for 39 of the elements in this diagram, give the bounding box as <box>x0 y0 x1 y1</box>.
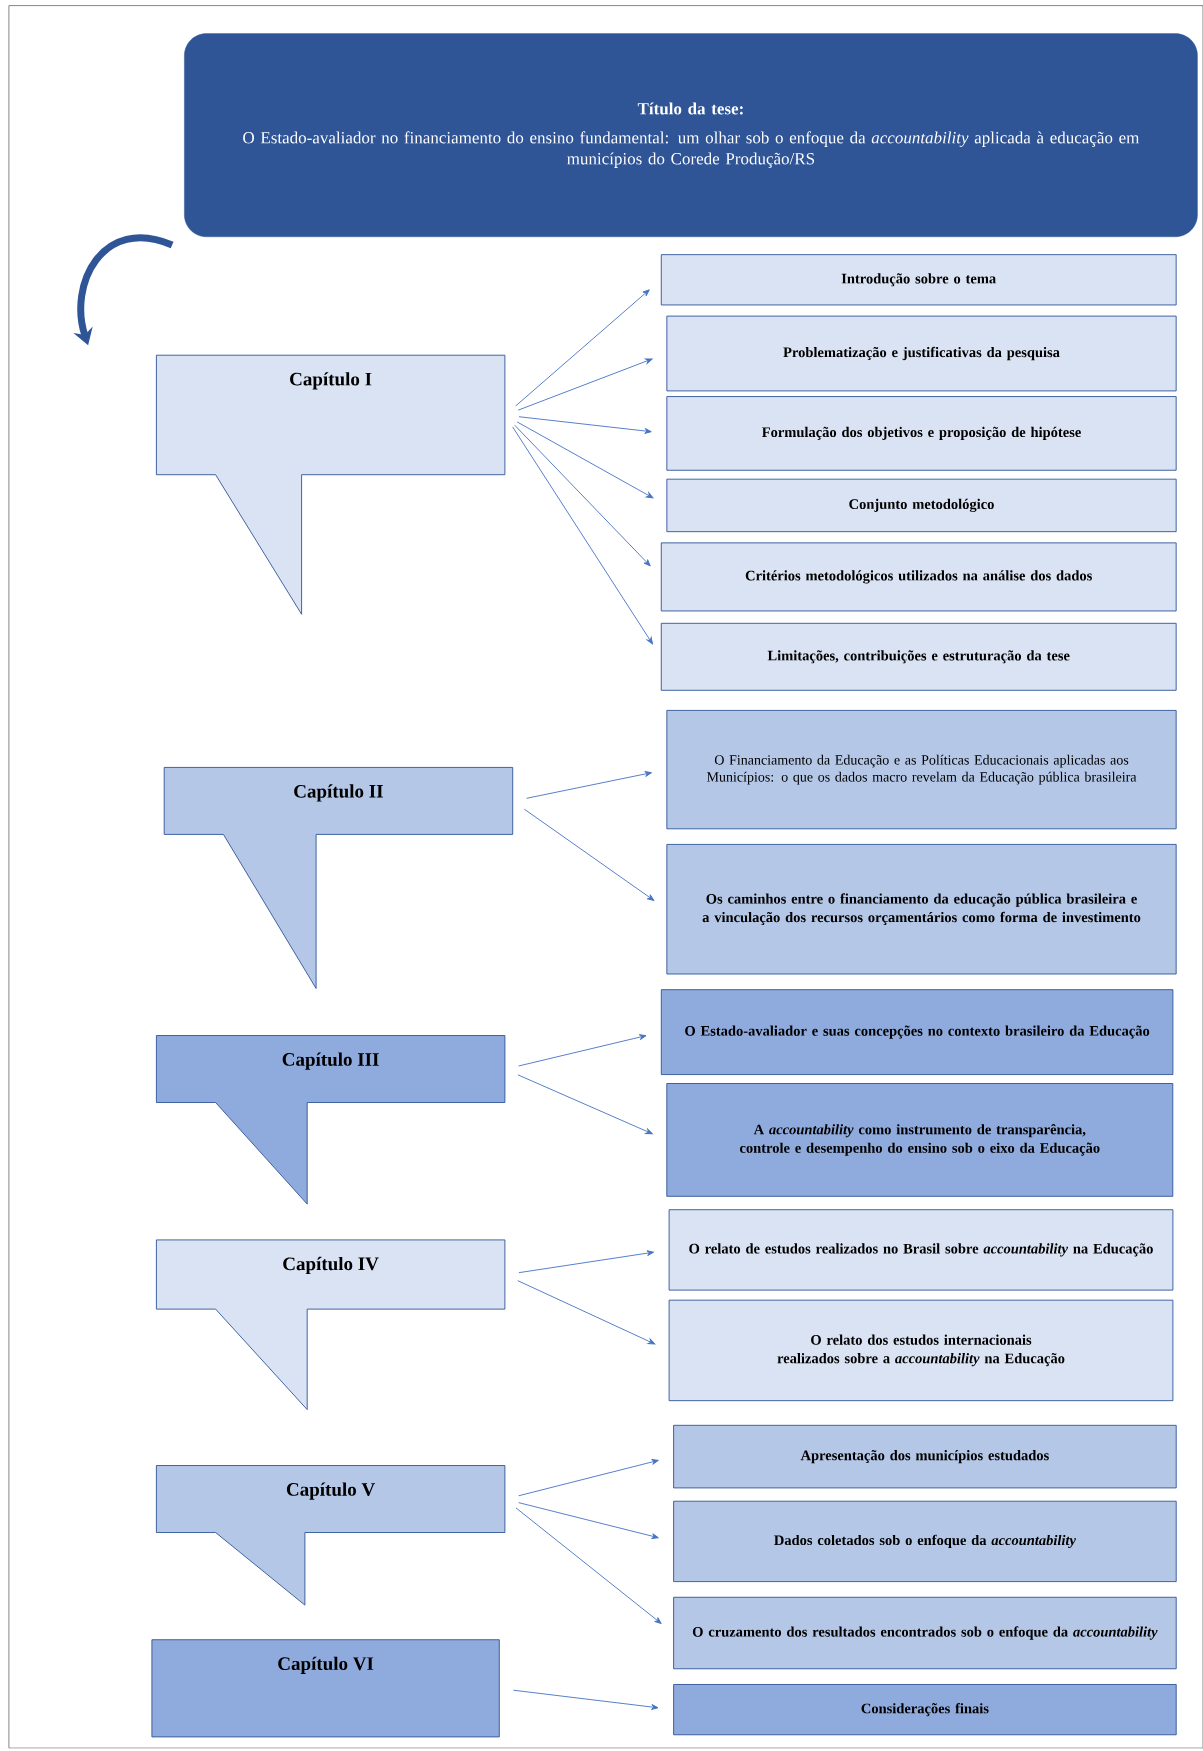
topic-box: Problematização e justificativas da pesquisa <box>666 315 1177 392</box>
arrow <box>518 1502 659 1539</box>
arrow <box>523 808 655 901</box>
arrow <box>512 426 653 645</box>
arrow <box>517 1074 653 1135</box>
topic-box: Critérios metodológicos utilizados na análise dos dados <box>660 542 1177 612</box>
topic-box: Introdução sobre o tema <box>660 254 1177 306</box>
arrow <box>518 1250 655 1274</box>
speech-bubble: Capítulo IV <box>155 1239 506 1411</box>
topic-box: O Estado-avaliador e suas concepções no contexto brasileiro da Educação <box>660 989 1174 1075</box>
arrow <box>514 424 651 567</box>
topic-box: Considerações finais <box>673 1684 1177 1736</box>
topic-box: O cruzamento dos resultados encontrados sob o enfoque da accountability <box>673 1596 1177 1670</box>
arrow <box>526 771 652 799</box>
speech-bubble: Capítulo V <box>155 1465 506 1606</box>
speech-bubble: Capítulo III <box>155 1035 506 1205</box>
arrow <box>518 416 652 434</box>
topic-box: Conjunto metodológico <box>666 478 1177 533</box>
speech-bubble: Capítulo I <box>155 354 506 615</box>
topic-box: Dados coletados sob o enfoque da accountability <box>673 1500 1177 1583</box>
topic-box: O relato dos estudos internacionais realizados sobre a accountability na Educação <box>668 1299 1174 1402</box>
topic-box: Os caminhos entre o financiamento da educação pública brasileira e a vinculação dos recursos orçamentários como forma de investimento <box>666 843 1177 975</box>
arrow <box>517 1280 656 1345</box>
arrow <box>516 421 654 499</box>
arrow <box>515 289 650 407</box>
speech-bubble: Capítulo II <box>163 766 514 989</box>
arrow <box>512 1689 659 1710</box>
arrow <box>517 358 653 411</box>
title-box: Título da tese: O Estado-avaliador no financiamento do ensino fundamental: um olhar sob o enfoque da accountability aplicada à educação em municípios do Corede Produção/RS <box>184 33 1198 238</box>
topic-box: Apresentação dos municípios estudados <box>673 1424 1177 1489</box>
arrow <box>518 1459 659 1497</box>
topic-box: Formulação dos objetivos e proposição de hipótese <box>666 396 1177 471</box>
topic-box: O relato de estudos realizados no Brasil sobre accountability na Educação <box>668 1209 1174 1291</box>
topic-box: A accountability como instrumento de transparência, controle e desempenho do ensino sob o eixo da Educação <box>666 1083 1174 1197</box>
arrow <box>518 1034 647 1067</box>
topic-box: Limitações, contribuições e estruturação da tese <box>660 622 1177 691</box>
topic-box: O Financiamento da Educação e as Políticas Educacionais aplicadas aos Municípios: o que os dados macro revelam da Educação pública brasileira <box>666 709 1177 830</box>
arrow <box>515 1507 662 1624</box>
speech-bubble: Capítulo VI <box>151 1639 500 1738</box>
